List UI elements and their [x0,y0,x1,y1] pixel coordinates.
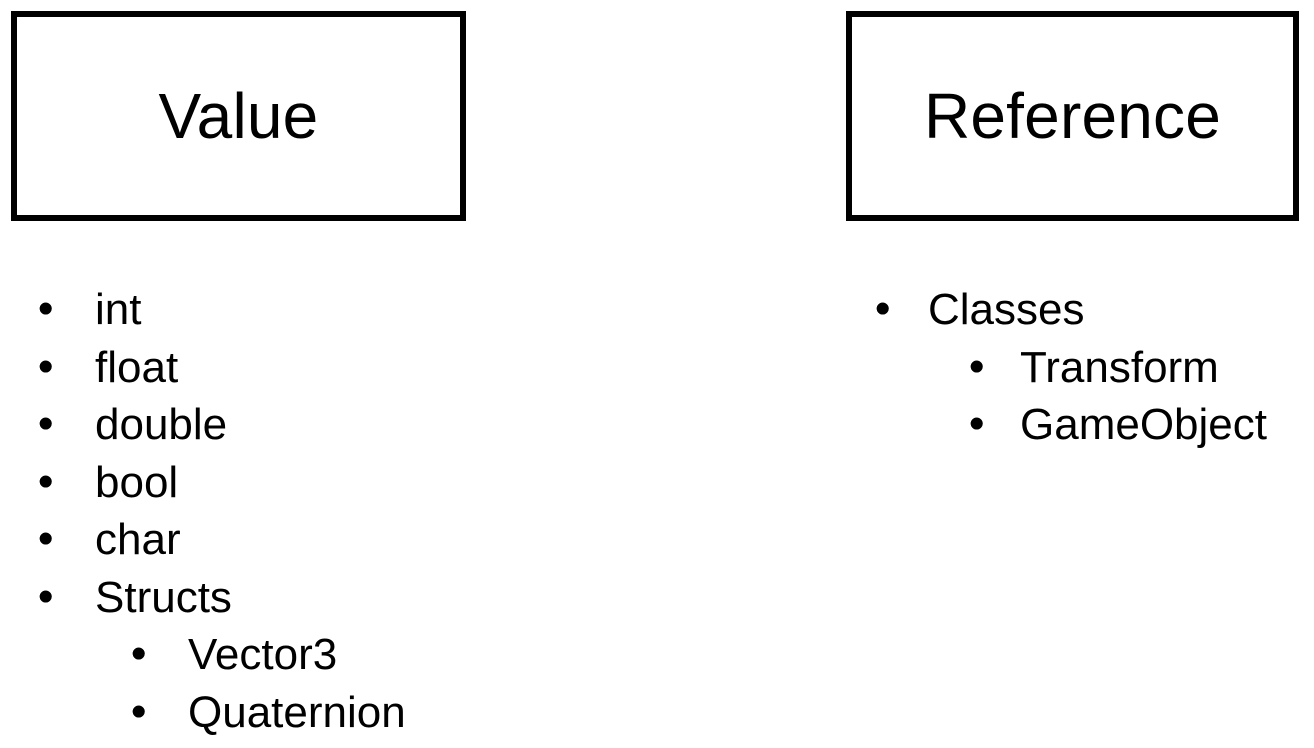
list-item-label: double [95,400,228,449]
list-item: • float [0,338,520,397]
sub-list-item: • Quaternion [0,683,520,742]
list-item: • double [0,395,520,454]
list-item-label: int [95,285,142,334]
sub-list-item: • Vector3 [0,625,520,684]
list-item: • int [0,280,520,339]
value-type-list: • int • float • double • bool • char • S… [0,280,520,742]
list-item: • Classes [835,280,1314,339]
list-item: • char [0,510,520,569]
value-header-box: Value [11,11,466,221]
list-item-label: Structs [95,572,232,622]
sub-list-item: • Transform [835,338,1314,397]
sub-list-item-label: Vector3 [188,630,338,679]
list-item-label: Classes [928,285,1085,334]
list-item: • bool [0,453,520,512]
reference-type-list: • Classes • Transform • GameObject [835,280,1314,454]
list-item-label: bool [95,457,179,507]
sub-list-item: • GameObject [835,395,1314,454]
reference-header-label: Reference [923,80,1222,152]
list-item: • Structs [0,568,520,627]
reference-header-box: Reference [846,11,1299,221]
sub-list-item-label: GameObject [1020,400,1267,449]
sub-list-item-label: Quaternion [188,687,406,737]
value-header-label: Value [158,80,319,152]
list-item-label: char [95,515,181,564]
list-item-label: float [95,342,179,392]
sub-list-item-label: Transform [1020,342,1219,392]
